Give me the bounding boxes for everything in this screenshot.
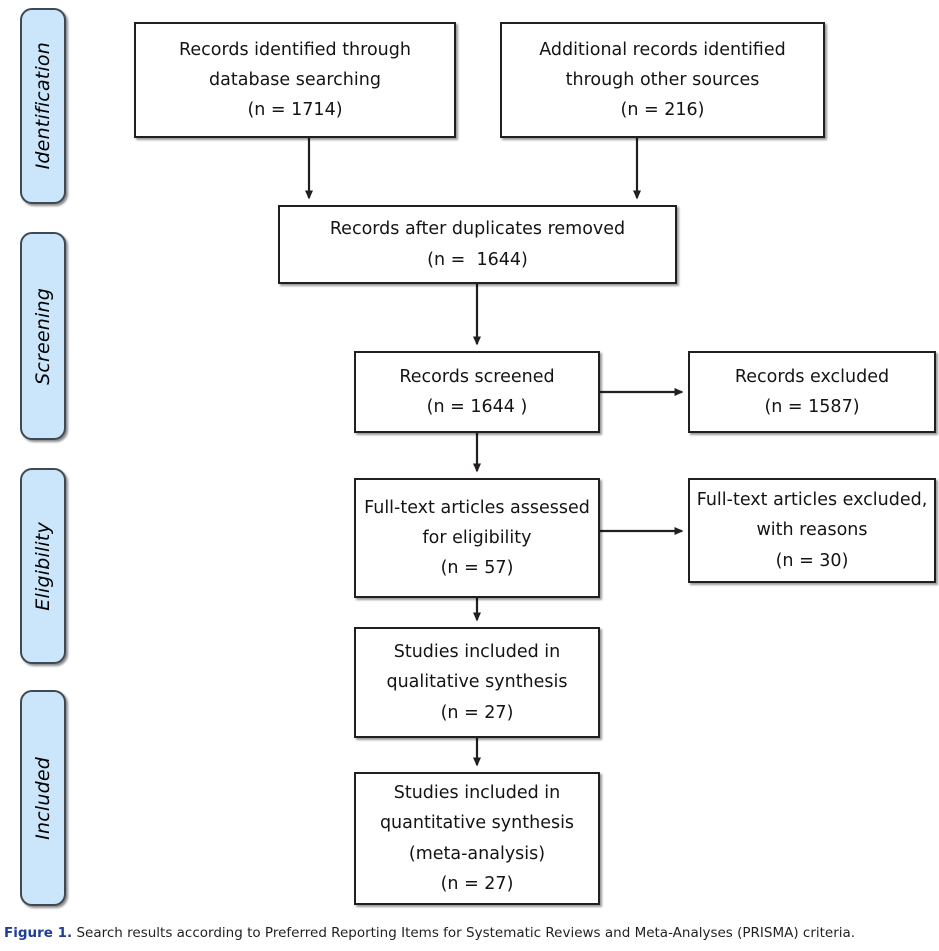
- box-line: Studies included in: [393, 642, 561, 663]
- box-count: (n = 1644): [427, 249, 528, 270]
- box-count: (n = 57): [440, 558, 514, 579]
- box-count: (n = 216): [620, 100, 705, 121]
- stage-label-screening: Screening: [32, 287, 54, 385]
- box-count: (n = 27): [440, 702, 514, 723]
- box-line: for eligibility: [422, 527, 532, 548]
- box-additional-records-other-sources: Additional records identified through ot…: [500, 22, 825, 138]
- box-count: (n = 1644 ): [426, 397, 528, 417]
- figure-caption: Figure 1. Search results according to Pr…: [4, 925, 935, 942]
- stage-label-included: Included: [32, 756, 54, 840]
- box-fulltext-articles-excluded: Full-text articles excluded, with reason…: [688, 478, 936, 583]
- box-line: database searching: [209, 69, 381, 90]
- box-records-excluded: Records excluded (n = 1587): [688, 351, 936, 433]
- stage-pill-eligibility: Eligibility: [20, 468, 66, 664]
- box-records-after-duplicates-removed: Records after duplicates removed (n = 16…: [278, 205, 677, 284]
- box-count: (n = 1587): [764, 397, 860, 417]
- figure-caption-label: Figure 1.: [4, 925, 73, 941]
- box-line: (meta-analysis): [408, 843, 546, 864]
- box-records-identified-database: Records identified through database sear…: [134, 22, 456, 138]
- figure-caption-text: Search results according to Preferred Re…: [76, 925, 856, 941]
- box-line: Full-text articles assessed: [364, 497, 590, 518]
- box-line: Full-text articles excluded,: [696, 490, 928, 511]
- box-line: Records identified through: [179, 39, 411, 60]
- box-studies-quantitative-synthesis: Studies included in quantitative synthes…: [354, 772, 600, 905]
- box-studies-qualitative-synthesis: Studies included in qualitative synthesi…: [354, 627, 600, 738]
- box-line: qualitative synthesis: [386, 672, 568, 693]
- stage-pill-included: Included: [20, 690, 66, 906]
- box-count: (n = 27): [440, 873, 514, 894]
- stage-label-identification: Identification: [32, 42, 54, 170]
- stage-pill-identification: Identification: [20, 8, 66, 204]
- box-count: (n = 30): [775, 550, 849, 571]
- box-count: (n = 1714): [247, 100, 343, 121]
- box-records-screened: Records screened (n = 1644 ): [354, 351, 600, 433]
- stage-pill-screening: Screening: [20, 232, 66, 440]
- box-line: quantitative synthesis: [379, 813, 575, 834]
- box-line: Additional records identified: [539, 39, 786, 60]
- box-line: Records excluded: [734, 366, 890, 387]
- box-fulltext-articles-assessed: Full-text articles assessed for eligibil…: [354, 478, 600, 598]
- box-line: Records after duplicates removed: [329, 219, 626, 240]
- box-line: through other sources: [565, 69, 760, 90]
- box-line: with reasons: [756, 520, 868, 541]
- box-line: Records screened: [399, 366, 555, 387]
- box-line: Studies included in: [393, 783, 561, 804]
- stage-label-eligibility: Eligibility: [32, 521, 54, 611]
